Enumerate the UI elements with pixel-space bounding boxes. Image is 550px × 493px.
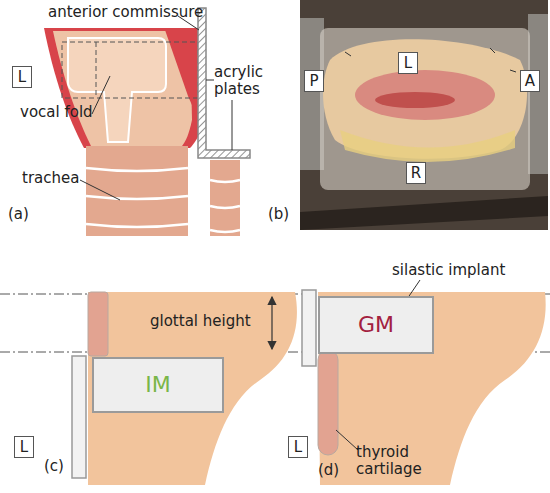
drawing-part <box>206 80 214 81</box>
plate-d <box>302 290 316 366</box>
larynx-tissue <box>53 31 192 146</box>
part-label: anterior commissure <box>48 4 203 21</box>
cartilage-body-d <box>318 292 546 485</box>
photo-background <box>300 0 548 230</box>
dashed-region <box>62 42 198 98</box>
node-text: L <box>294 439 302 456</box>
cartilage-body-c <box>88 292 297 485</box>
trachea-rings <box>86 168 188 227</box>
side-marker: R <box>406 162 426 184</box>
part-label: trachea <box>22 170 79 187</box>
panel-label: (b) <box>268 206 289 223</box>
acrylic-plate-photo <box>320 28 530 190</box>
side-marker: L <box>14 436 34 458</box>
side-marker: L <box>398 52 418 74</box>
panel-label: (d) <box>318 462 339 479</box>
side-marker: L <box>12 66 32 88</box>
part-label: acrylic plates <box>214 64 276 99</box>
commissure-region <box>165 30 202 128</box>
thyroid-region <box>44 28 202 148</box>
trachea-far <box>210 160 240 236</box>
specimen-photo <box>300 0 548 230</box>
node-text: A <box>525 73 535 90</box>
larynx-drawing <box>44 8 250 236</box>
implant-box: GM <box>318 296 434 354</box>
drawing-part <box>232 100 233 150</box>
side-marker: L <box>288 436 308 458</box>
tissue-pink <box>355 70 495 120</box>
node-text: IM <box>145 373 170 397</box>
cartilage-strip-c <box>88 292 108 356</box>
stick <box>300 196 548 230</box>
implant-box: IM <box>92 357 224 413</box>
leader-lines <box>80 16 232 200</box>
drawing-part <box>80 180 120 200</box>
node-text: L <box>20 439 28 456</box>
node-text: R <box>411 165 421 182</box>
drawing-part <box>92 76 110 114</box>
part-label: silastic implant <box>392 262 505 279</box>
sutures <box>345 48 516 72</box>
part-label: thyroid cartilage <box>356 444 430 479</box>
node-text: L <box>404 55 412 72</box>
node-text: L <box>18 69 26 86</box>
dashed-divider <box>96 42 97 98</box>
side-marker: A <box>520 70 540 92</box>
tissue-yellow <box>340 130 515 162</box>
dimension-label: glottal height <box>150 313 251 330</box>
clamp-right <box>528 14 548 174</box>
tissue-red <box>375 92 455 108</box>
node-text: GM <box>358 313 394 337</box>
panel-label: (a) <box>8 206 29 223</box>
cartilage-strip-d <box>318 350 338 455</box>
implant-sections <box>0 280 550 485</box>
glottal-height-arrow <box>271 297 272 349</box>
node-text: P <box>309 73 318 90</box>
panel-label: (c) <box>44 458 64 475</box>
trachea-far-rings <box>210 180 240 232</box>
side-marker: P <box>304 70 324 92</box>
part-label: vocal fold <box>20 104 93 121</box>
plate-c <box>72 356 86 478</box>
drawing-part <box>336 430 358 450</box>
vocal-fold-shape <box>68 38 166 142</box>
